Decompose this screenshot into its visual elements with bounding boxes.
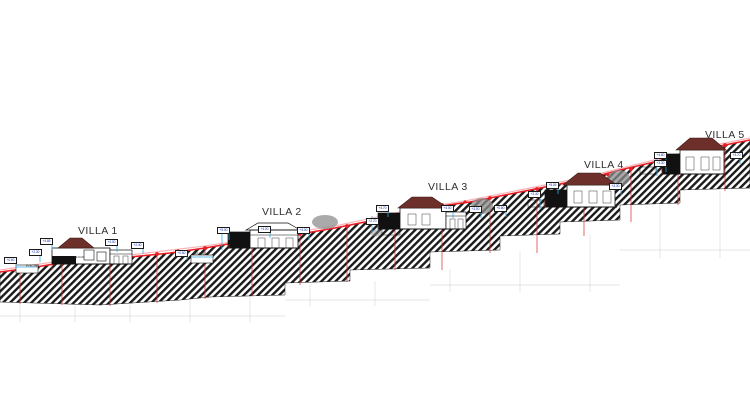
bush-icon [608, 170, 630, 186]
elevation-tag: +4.80 [654, 152, 667, 160]
villa-title-5: VILLA 5 [705, 129, 745, 141]
elevation-tag: +0.60 [4, 257, 17, 265]
elevation-tag: +3.30 [654, 160, 667, 168]
villa-title-2: VILLA 2 [262, 206, 302, 218]
elevation-tag: +4.85 [40, 238, 53, 246]
elevation-tag: +4.00 [105, 239, 118, 247]
villa-5-building [639, 137, 727, 176]
elevation-tag: +2.70 [366, 218, 379, 226]
vegetation-shapes [312, 170, 630, 237]
elevation-tag: +3.30 [609, 183, 622, 191]
elevation-tag: +4.70 [376, 205, 389, 213]
villa-3-building [371, 196, 467, 236]
villa-2-pool [190, 254, 214, 264]
elevation-tag: +4.00 [297, 227, 310, 235]
elevation-tag: +2.30 [29, 249, 42, 257]
dimension-grid [0, 191, 750, 322]
pool-label: PISCINE [193, 252, 207, 256]
elevation-tag: +0.60 [175, 250, 188, 258]
villa-1-building [15, 237, 133, 274]
elevation-tag: +5.00 [217, 227, 230, 235]
elevation-tag: +2.40 [131, 242, 144, 250]
bush-icon [312, 215, 338, 229]
room-label: SEJOUR [74, 256, 85, 259]
elevation-tag: +4.00 [258, 226, 271, 234]
elevation-tag: +3.70 [730, 152, 743, 160]
elevation-tag: +3.40 [528, 191, 541, 199]
bush-icon [370, 229, 382, 237]
elevation-tag: +0.80 [494, 205, 507, 213]
elevation-tag: +3.00 [469, 206, 482, 214]
villa-title-1: VILLA 1 [78, 225, 118, 237]
villa-1-pool [15, 264, 39, 274]
elevation-tag: +4.00 [441, 205, 454, 213]
villa-4-building [527, 172, 618, 210]
pool-label: PISCINE [26, 264, 40, 268]
villa-title-3: VILLA 3 [428, 181, 468, 193]
tag-connector-lines [51, 168, 663, 270]
elevation-tag: +5.05 [546, 182, 559, 190]
villa-2-building [190, 222, 302, 264]
villa-title-4: VILLA 4 [584, 159, 624, 171]
